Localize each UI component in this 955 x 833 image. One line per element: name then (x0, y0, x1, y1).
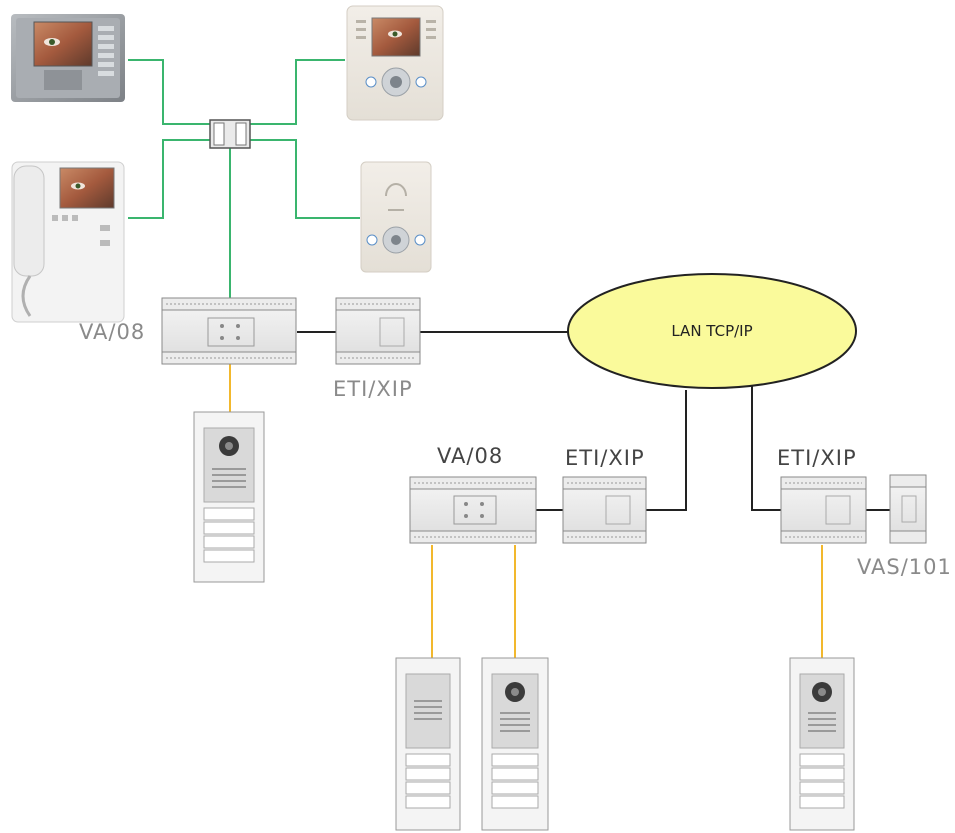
lan-label: LAN TCP/IP (671, 322, 752, 340)
entrance-panel-audio (395, 657, 461, 831)
label-va08-top: VA/08 (79, 320, 146, 344)
eti-xip-interface-mid (562, 476, 647, 544)
eti-xip-interface-top (335, 297, 421, 365)
video-monitor-grey (11, 14, 125, 102)
vas101-module (889, 474, 927, 544)
lan-cloud: LAN TCP/IP (567, 273, 857, 389)
label-va08-mid: VA/08 (437, 444, 504, 468)
video-monitor-handset (11, 161, 125, 323)
label-vas101: VAS/101 (857, 555, 952, 579)
yellow-riser-lines (229, 363, 823, 658)
entrance-panel-top (193, 411, 265, 583)
entrance-panel-video-mid (481, 657, 549, 831)
distributor (209, 119, 251, 149)
label-eti-mid: ETI/XIP (565, 446, 645, 470)
entrance-panel-video-right (789, 657, 855, 831)
va08-power-supply-top (161, 297, 297, 365)
label-eti-right: ETI/XIP (777, 446, 857, 470)
audio-handsfree-unit (360, 161, 432, 273)
lan-lines (297, 331, 890, 511)
va08-power-supply-mid (409, 476, 537, 544)
label-eti-top: ETI/XIP (333, 377, 413, 401)
green-bus-lines (128, 59, 360, 299)
eti-xip-interface-right (780, 476, 867, 544)
video-monitor-compact (346, 5, 444, 121)
